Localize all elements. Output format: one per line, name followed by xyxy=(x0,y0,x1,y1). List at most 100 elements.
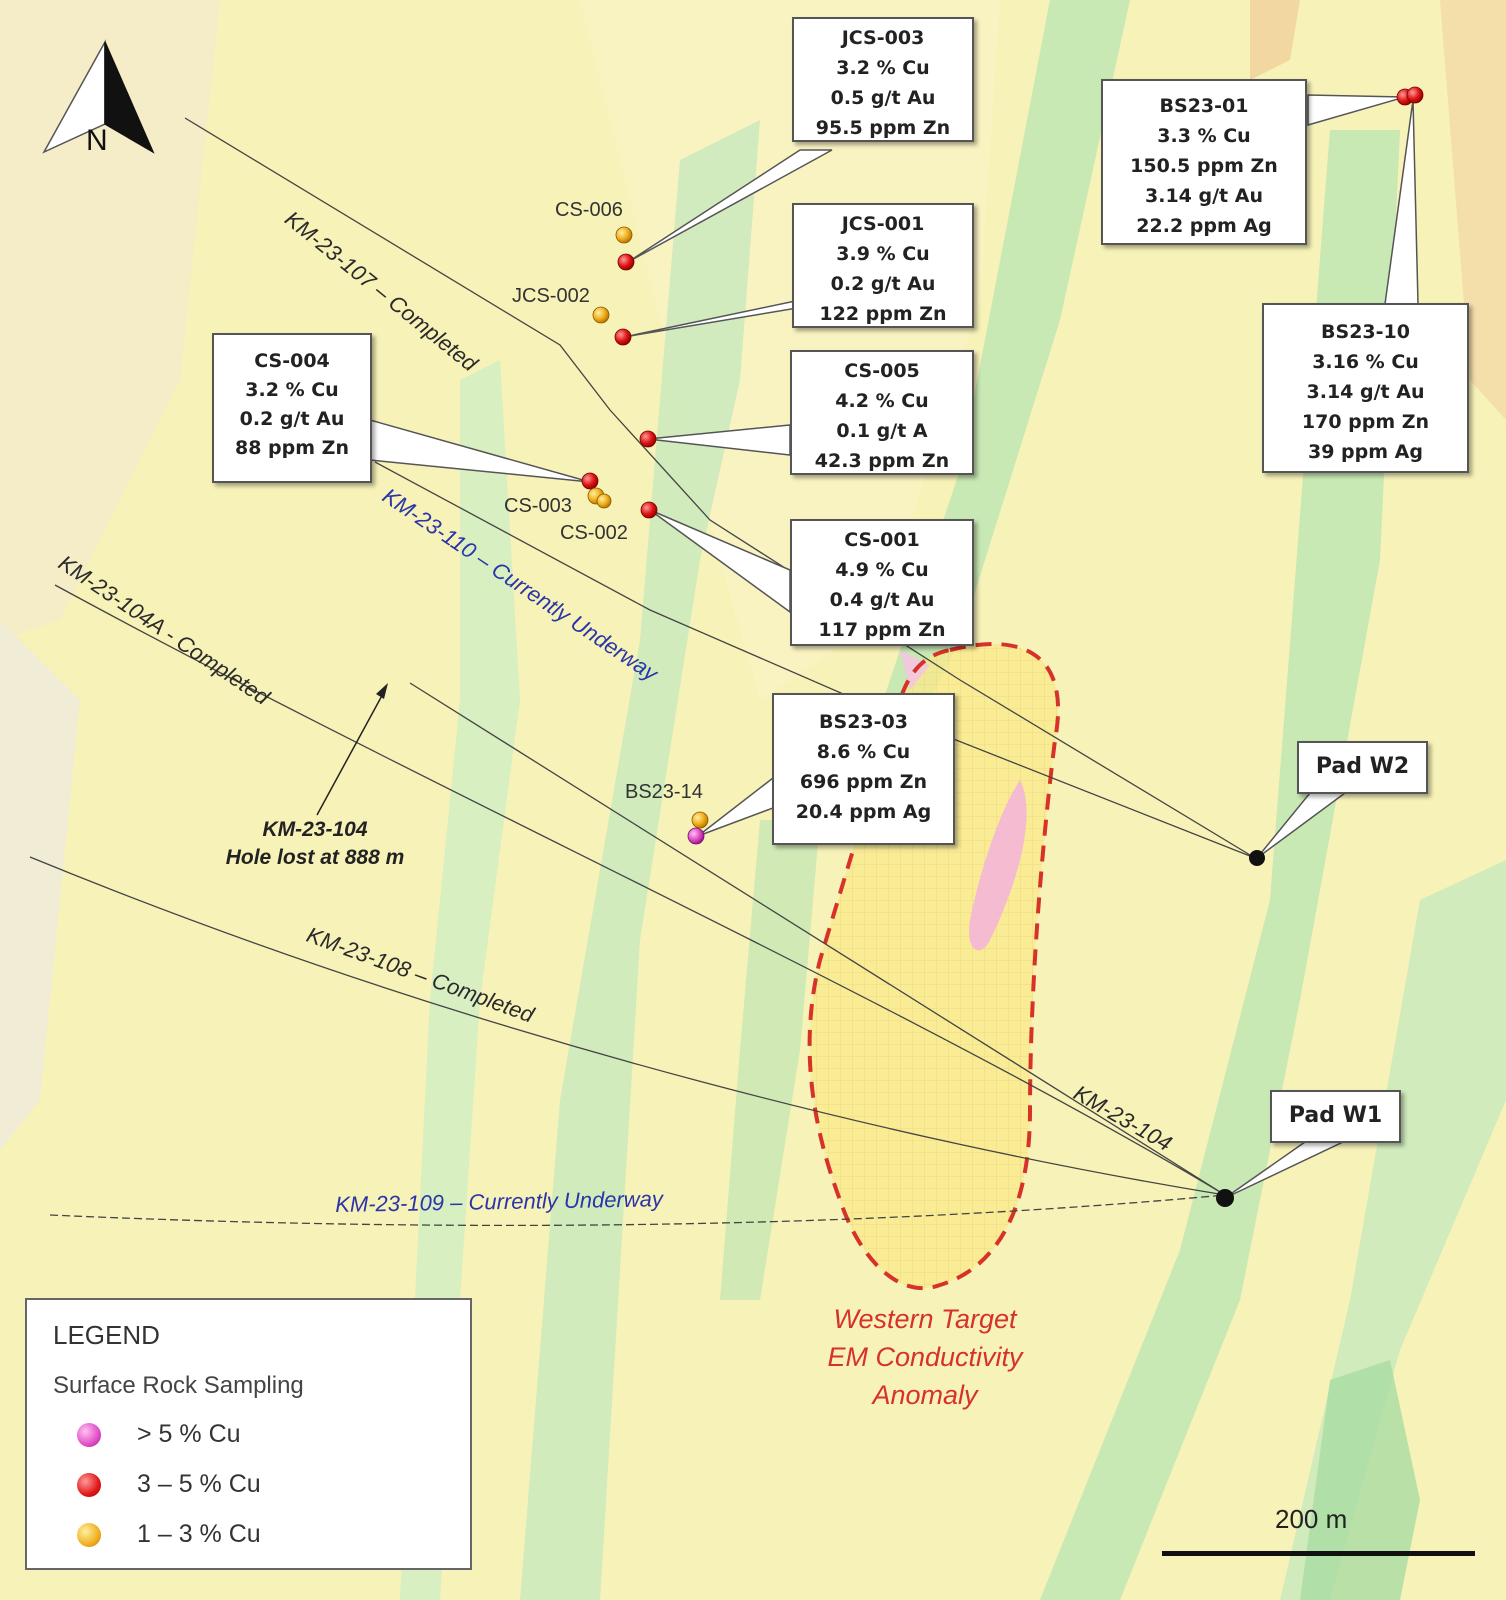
callout-assay-value: 3.9 % Cu xyxy=(836,243,930,265)
north-label: N xyxy=(86,124,108,157)
geology-unit xyxy=(1040,130,1400,1600)
sample-label-jcs-002: JCS-002 xyxy=(512,285,590,307)
legend-item-label: > 5 % Cu xyxy=(137,1420,241,1448)
callout-assay-value: 39 ppm Ag xyxy=(1308,441,1423,463)
callout-assay-value: 0.2 g/t Au xyxy=(239,408,345,430)
callout-assay-value: 0.5 g/t Au xyxy=(830,87,936,109)
sample-dot-cs-006[interactable] xyxy=(615,226,633,244)
callout-assay-value: 0.4 g/t Au xyxy=(829,589,935,611)
legend-dot-pink-icon xyxy=(77,1423,101,1448)
sample-label-bs23-14: BS23-14 xyxy=(625,781,703,803)
callout-assay-value: 3.14 g/t Au xyxy=(1306,381,1425,403)
pad-w1-label: Pad W1 xyxy=(1270,1090,1401,1143)
geology-unit xyxy=(0,0,220,640)
callout-sample-id: JCS-003 xyxy=(841,27,925,49)
north-arrow-icon xyxy=(42,39,155,154)
drill-trace-km-23-108 xyxy=(29,856,1226,1196)
sample-dot-bs23-14[interactable] xyxy=(691,811,709,829)
callout-cs-005: CS-005 4.2 % Cu 0.1 g/t A 42.3 ppm Zn xyxy=(790,350,974,475)
sample-label-cs-002: CS-002 xyxy=(560,522,628,544)
drill-trace-km-23-104 xyxy=(409,682,1226,1196)
legend-item-3-5: 3 – 5 % Cu xyxy=(77,1470,261,1499)
drill-trace-km-23-109 xyxy=(49,1194,1226,1227)
sample-dot-jcs-002[interactable] xyxy=(592,306,610,324)
sample-dot-bs23-10[interactable] xyxy=(1406,86,1424,104)
callout-assay-value: 150.5 ppm Zn xyxy=(1130,155,1278,177)
lost-hole-id: KM-23-104 xyxy=(262,818,368,841)
target-label: Western Target EM Conductivity Anomaly xyxy=(805,1300,1045,1414)
legend-dot-red-icon xyxy=(77,1473,101,1498)
legend: LEGEND Surface Rock Sampling > 5 % Cu 3 … xyxy=(25,1298,472,1570)
callout-assay-value: 0.1 g/t A xyxy=(836,420,928,442)
sample-label-cs-006: CS-006 xyxy=(555,199,623,221)
callout-assay-value: 122 ppm Zn xyxy=(819,303,947,325)
callout-sample-id: BS23-10 xyxy=(1321,321,1410,343)
legend-dot-orange-icon xyxy=(77,1523,101,1548)
arrow-head-icon xyxy=(376,683,388,699)
legend-subtitle: Surface Rock Sampling xyxy=(53,1372,304,1399)
callout-assay-value: 170 ppm Zn xyxy=(1301,411,1430,433)
geology-unit xyxy=(969,780,1027,951)
callout-leader xyxy=(1307,94,1406,126)
sample-label-cs-003: CS-003 xyxy=(504,495,572,517)
geology-unit xyxy=(0,620,80,1150)
sample-dot-cs-003b[interactable] xyxy=(596,493,612,509)
callout-jcs-003: JCS-003 3.2 % Cu 0.5 g/t Au 95.5 ppm Zn xyxy=(792,17,974,142)
lost-hole-note: KM-23-104 Hole lost at 888 m xyxy=(200,816,430,872)
geology-unit xyxy=(1440,0,1506,420)
callout-assay-value: 0.2 g/t Au xyxy=(830,273,936,295)
geology-unit xyxy=(1300,1360,1420,1600)
pad-w1-marker[interactable] xyxy=(1216,1189,1234,1207)
callout-assay-value: 3.14 g/t Au xyxy=(1145,185,1263,207)
target-line-1: Western Target xyxy=(833,1304,1017,1334)
sample-dot-cs-004[interactable] xyxy=(581,472,599,490)
scale-bar xyxy=(1162,1551,1475,1556)
drill-trace-km-23-110 xyxy=(374,461,1256,859)
lost-hole-depth: Hole lost at 888 m xyxy=(225,846,405,869)
callout-assay-value: 117 ppm Zn xyxy=(818,619,946,641)
sample-dot-cs-001[interactable] xyxy=(640,501,658,519)
lost-hole-arrow xyxy=(316,689,386,816)
target-line-2: EM Conductivity xyxy=(827,1342,1023,1372)
callout-assay-value: 22.2 ppm Ag xyxy=(1136,215,1272,237)
legend-item-label: 1 – 3 % Cu xyxy=(137,1520,261,1548)
callout-leader xyxy=(627,149,833,263)
callout-assay-value: 42.3 ppm Zn xyxy=(814,450,950,472)
callout-assay-value: 3.16 % Cu xyxy=(1312,351,1419,373)
geology-unit xyxy=(1250,0,1300,80)
callout-assay-value: 95.5 ppm Zn xyxy=(815,117,951,139)
pad-w2-marker[interactable] xyxy=(1249,850,1265,866)
legend-title: LEGEND xyxy=(53,1320,160,1350)
callout-jcs-001: JCS-001 3.9 % Cu 0.2 g/t Au 122 ppm Zn xyxy=(792,203,974,328)
sample-dot-jcs-003[interactable] xyxy=(617,253,635,271)
callout-sample-id: JCS-001 xyxy=(841,213,925,235)
callout-sample-id: CS-004 xyxy=(254,350,330,372)
callout-assay-value: 3.3 % Cu xyxy=(1157,125,1251,147)
sample-dot-cs-005[interactable] xyxy=(639,430,657,448)
callout-cs-004: CS-004 3.2 % Cu 0.2 g/t Au 88 ppm Zn xyxy=(212,333,372,483)
geology-unit xyxy=(720,820,820,1300)
callout-assay-value: 88 ppm Zn xyxy=(235,437,349,459)
target-line-3: Anomaly xyxy=(872,1380,978,1410)
sample-dot-bs23-03[interactable] xyxy=(687,827,705,845)
drill-trace-km-23-104a xyxy=(54,584,1226,1196)
callout-assay-value: 4.2 % Cu xyxy=(835,390,929,412)
callout-sample-id: BS23-03 xyxy=(819,711,908,733)
callout-assay-value: 8.6 % Cu xyxy=(816,741,911,763)
sample-dot-jcs-001[interactable] xyxy=(614,328,632,346)
scale-label: 200 m xyxy=(1275,1504,1348,1534)
callout-assay-value: 3.2 % Cu xyxy=(245,379,339,401)
callout-assay-value: 696 ppm Zn xyxy=(799,771,928,793)
legend-item-1-3: 1 – 3 % Cu xyxy=(77,1520,261,1549)
geology-unit xyxy=(520,120,760,1600)
legend-item-gt5: > 5 % Cu xyxy=(77,1420,241,1449)
pad-w2-label: Pad W2 xyxy=(1297,741,1428,794)
callout-sample-id: CS-005 xyxy=(844,360,920,382)
legend-item-label: 3 – 5 % Cu xyxy=(137,1470,261,1498)
callout-sample-id: CS-001 xyxy=(844,529,920,551)
callout-assay-value: 3.2 % Cu xyxy=(836,57,930,79)
